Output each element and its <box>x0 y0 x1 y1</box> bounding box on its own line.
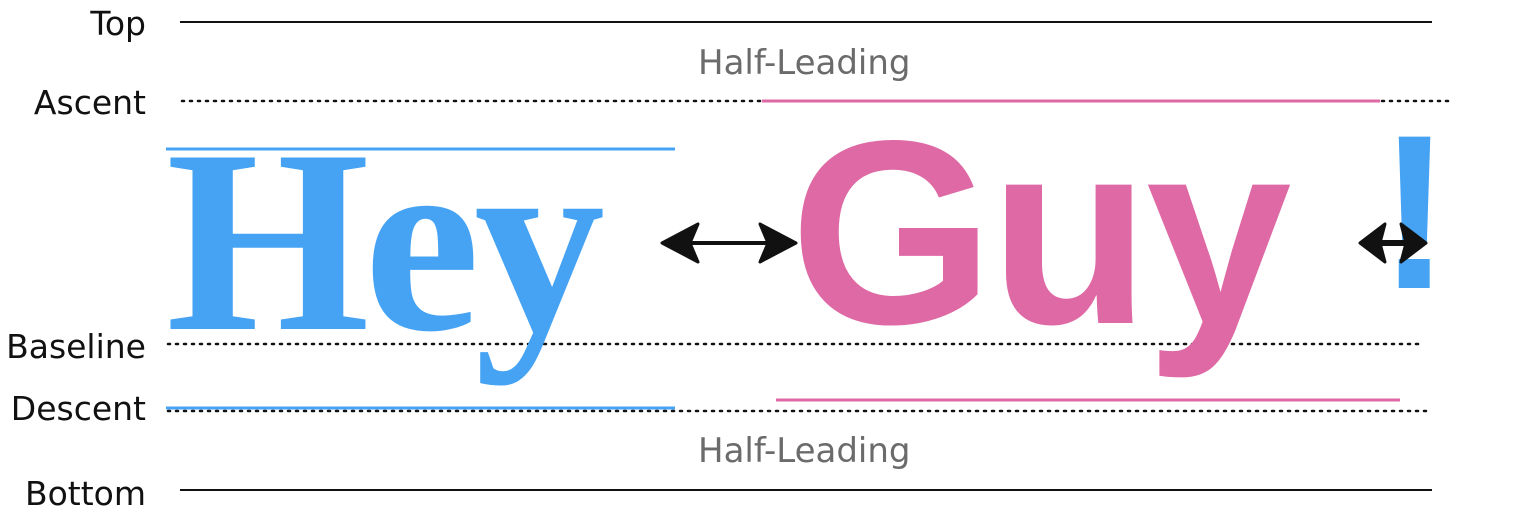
bottom-label: Bottom <box>24 474 146 513</box>
word-gap-arrow <box>660 222 798 264</box>
top-label: Top <box>90 4 146 43</box>
ascent-label: Ascent <box>33 83 146 122</box>
glyph-gap-arrow <box>1358 222 1428 264</box>
serif-word: Hey <box>166 96 605 386</box>
half-leading-bottom-label: Half-Leading <box>698 431 911 471</box>
exclamation-mark: ! <box>1378 89 1451 335</box>
baseline-label: Baseline <box>6 327 146 366</box>
half-leading-top-label: Half-Leading <box>698 43 911 83</box>
descent-label: Descent <box>10 389 146 428</box>
sans-word: Guy <box>790 86 1292 379</box>
